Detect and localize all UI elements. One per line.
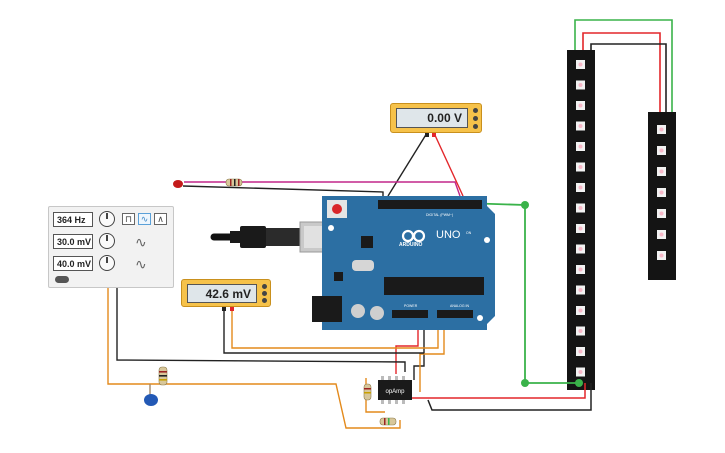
arduino-model: UNO bbox=[436, 229, 461, 241]
offset-display[interactable]: 40.0 mV bbox=[53, 256, 93, 271]
led-pixel-diode bbox=[578, 349, 583, 354]
led-pixel-diode bbox=[659, 211, 664, 216]
meter2-mode-button-1[interactable] bbox=[262, 284, 267, 289]
led-pixel-diode bbox=[659, 169, 664, 174]
function-generator[interactable]: 364 Hz 30.0 mV 40.0 mV ⊓ ∿ ∧ ∿ ∿ bbox=[48, 206, 174, 288]
wire-black-strip-power[interactable] bbox=[427, 383, 592, 411]
voltage-reading: 0.00 V bbox=[396, 108, 468, 128]
led-pixel-diode bbox=[578, 206, 583, 210]
arduino-digital-label: DIGITAL (PWM~) bbox=[426, 213, 454, 217]
wire-orange-generator[interactable] bbox=[107, 282, 164, 385]
arduino-power-wires bbox=[395, 326, 445, 392]
frequency-knob[interactable] bbox=[99, 211, 115, 227]
led-pixel-diode bbox=[578, 329, 583, 333]
led-pixel-diode bbox=[578, 185, 583, 190]
offset-wave-icon: ∿ bbox=[135, 256, 147, 272]
opamp-chip[interactable]: opAmp bbox=[378, 376, 412, 404]
led-pixel-diode bbox=[578, 370, 583, 374]
wire-black-voltmeter[interactable] bbox=[387, 132, 428, 197]
wire-black-generator[interactable] bbox=[116, 282, 406, 372]
amplitude-knob[interactable] bbox=[99, 233, 115, 249]
led-strip-long[interactable] bbox=[567, 50, 595, 390]
power-switch[interactable] bbox=[55, 276, 69, 283]
wire-magenta-resistor[interactable] bbox=[184, 181, 461, 197]
led-pixel-diode bbox=[578, 62, 583, 67]
wire-red-5v[interactable] bbox=[395, 326, 419, 374]
capacitor[interactable] bbox=[144, 384, 158, 406]
led-pixel-diode bbox=[578, 308, 583, 313]
amplitude-display[interactable]: 30.0 mV bbox=[53, 234, 93, 249]
led-pixel-diode bbox=[659, 190, 664, 195]
meter2-mode-button-3[interactable] bbox=[262, 298, 267, 303]
led-pixel-diode bbox=[578, 247, 583, 251]
millivolt-reading: 42.6 mV bbox=[187, 284, 257, 303]
led-pixel-diode bbox=[659, 232, 664, 237]
sine-wave-button[interactable]: ∿ bbox=[138, 213, 151, 225]
led-pixel-diode bbox=[578, 165, 583, 169]
led-pixel-diode bbox=[578, 83, 583, 87]
led-pixel-diode bbox=[578, 124, 583, 128]
wire-green-pin[interactable] bbox=[462, 202, 579, 384]
voltmeter-leads bbox=[387, 132, 464, 197]
led-pixel-diode bbox=[578, 103, 583, 108]
frequency-display[interactable]: 364 Hz bbox=[53, 212, 93, 227]
strip-wires[interactable] bbox=[574, 19, 673, 112]
ammeter-leads bbox=[223, 308, 439, 354]
resistor-vertical[interactable] bbox=[158, 366, 168, 386]
wire-orange-analog[interactable] bbox=[419, 326, 445, 392]
arduino-on-label: ON bbox=[466, 231, 472, 235]
wire-red-voltmeter[interactable] bbox=[433, 132, 464, 197]
wire-black-strip-top[interactable] bbox=[590, 43, 667, 112]
square-wave-button[interactable]: ⊓ bbox=[122, 213, 135, 225]
digital-green-wire bbox=[462, 202, 579, 384]
meter2-mode-button-2[interactable] bbox=[262, 291, 267, 296]
resistor-opamp-left[interactable] bbox=[363, 383, 372, 401]
arduino-board[interactable] bbox=[312, 196, 495, 330]
led-pixel-diode bbox=[659, 253, 664, 258]
led-strip-short[interactable] bbox=[648, 112, 676, 280]
amplitude-wave-icon: ∿ bbox=[135, 234, 147, 250]
led-pixel-diode bbox=[578, 144, 583, 149]
led-red[interactable] bbox=[173, 180, 183, 188]
opamp-label: opAmp bbox=[385, 389, 405, 395]
triangle-wave-button[interactable]: ∧ bbox=[154, 213, 167, 225]
meter-mode-button-3[interactable] bbox=[473, 124, 478, 129]
led-pixel-diode bbox=[578, 226, 583, 231]
wire-orange-opamp[interactable] bbox=[163, 383, 401, 429]
strip-power-wires bbox=[409, 380, 592, 411]
wire-black-ammeter[interactable] bbox=[223, 308, 424, 354]
offset-knob[interactable] bbox=[99, 255, 115, 271]
meter-mode-button-2[interactable] bbox=[473, 116, 478, 121]
wire-red-strip-top[interactable] bbox=[582, 32, 661, 112]
led-pixel-diode bbox=[659, 148, 664, 153]
arduino-brand: ARDUINO bbox=[399, 242, 423, 248]
wire-orange-ammeter[interactable] bbox=[231, 308, 439, 349]
multimeter-millivolt[interactable]: 42.6 mV bbox=[181, 279, 271, 307]
resistor-opamp-bottom[interactable] bbox=[379, 417, 397, 426]
led-pixel-diode bbox=[659, 127, 664, 132]
led-pixel-diode bbox=[578, 288, 583, 292]
wire-green-strip-top[interactable] bbox=[574, 19, 673, 112]
arduino-analog-label: ANALOG IN bbox=[450, 304, 470, 308]
wire-black-gnd[interactable] bbox=[413, 326, 425, 380]
multimeter-voltage[interactable]: 0.00 V bbox=[390, 103, 482, 133]
arduino-power-label: POWER bbox=[404, 304, 418, 308]
meter-mode-button-1[interactable] bbox=[473, 108, 478, 113]
led-pixel-diode bbox=[578, 267, 583, 272]
resistor-horizontal[interactable] bbox=[225, 178, 243, 187]
